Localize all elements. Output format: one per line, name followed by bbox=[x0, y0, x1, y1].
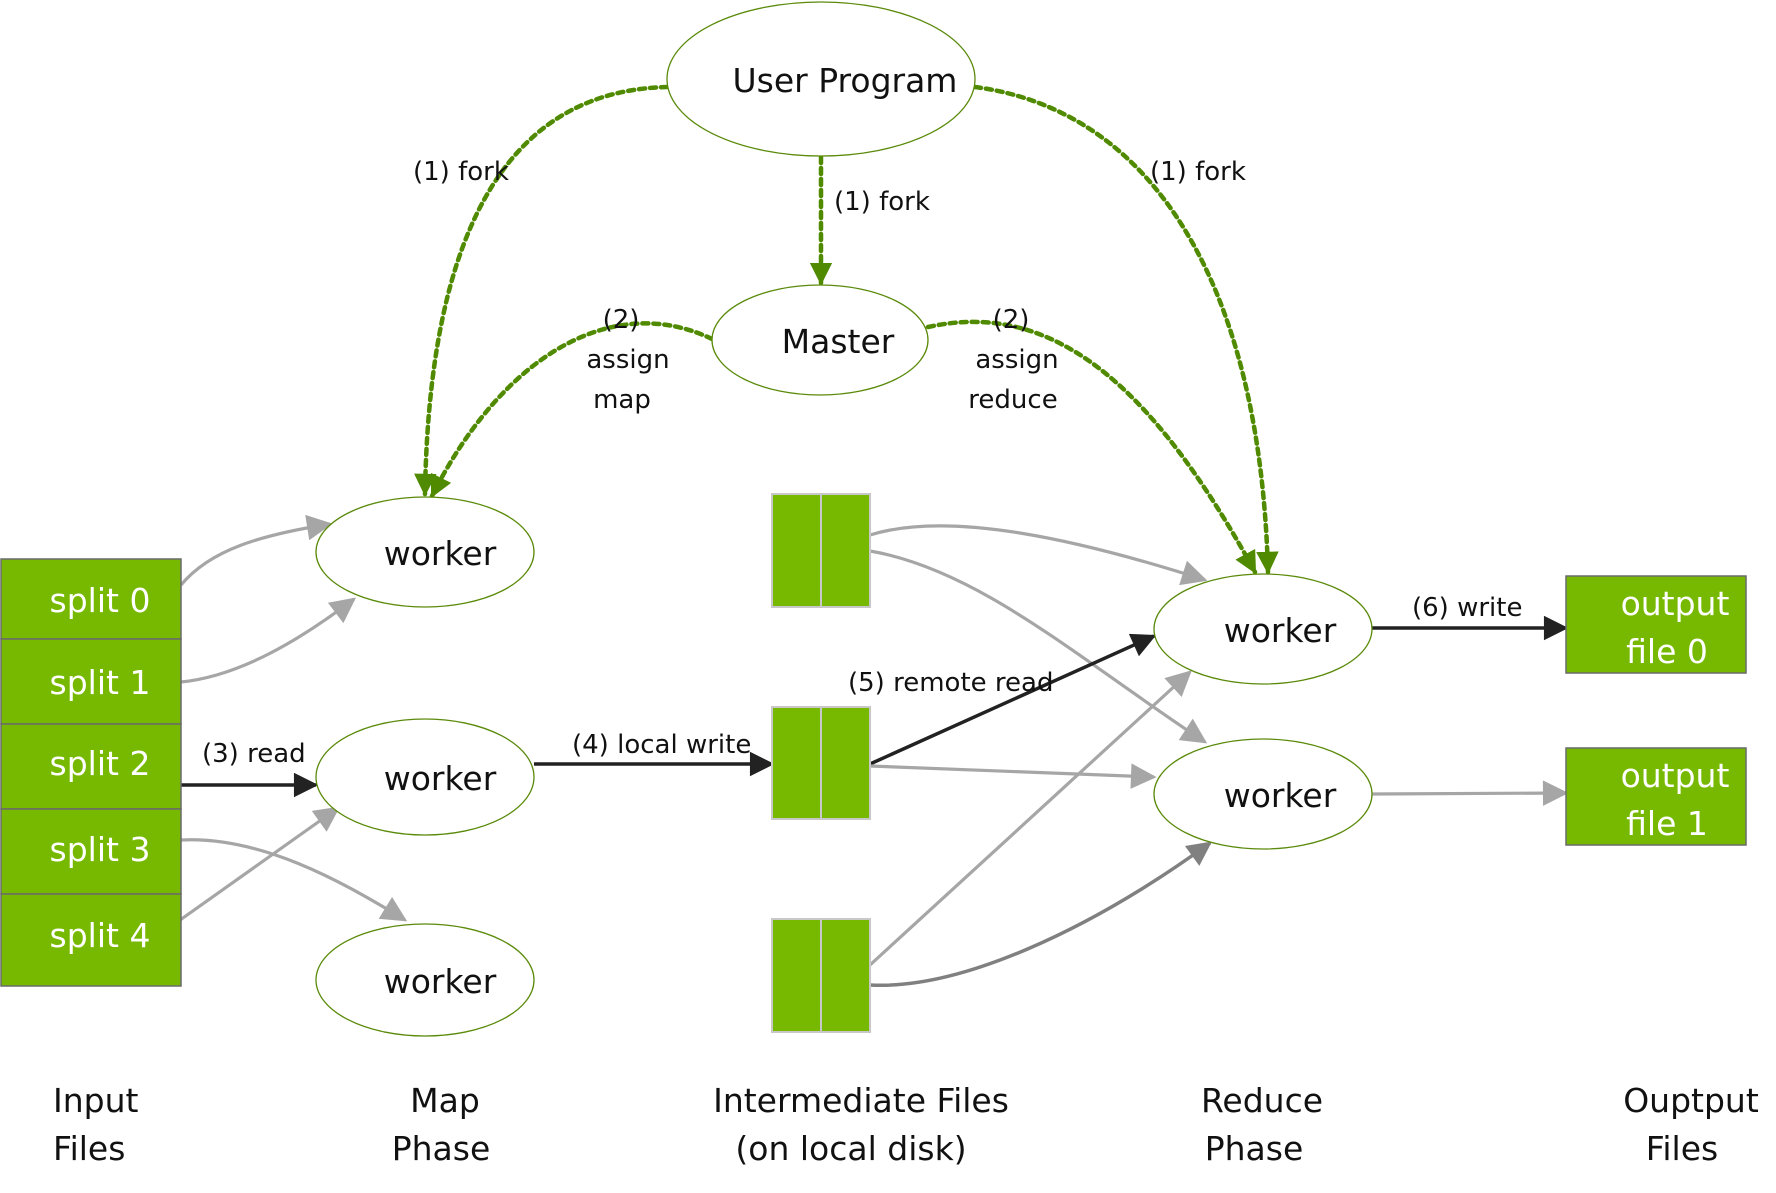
phase-label-line2: Phase bbox=[1205, 1129, 1304, 1168]
output-file-0[interactable]: output file 0 bbox=[1565, 575, 1747, 674]
output-file-1[interactable]: output file 1 bbox=[1565, 747, 1747, 846]
master-label: Master bbox=[782, 322, 895, 361]
edge-split0-to-worker1 bbox=[179, 514, 333, 587]
remote-read-edge bbox=[869, 633, 1157, 766]
assign-reduce-target: reduce bbox=[968, 385, 1057, 415]
phase-label-output: Ouptput Files bbox=[1623, 1081, 1759, 1168]
phase-label-line2: Phase bbox=[392, 1129, 491, 1168]
user-program-node[interactable]: User Program bbox=[666, 1, 976, 157]
assign-map-target: map bbox=[593, 385, 651, 415]
worker-label: worker bbox=[1224, 776, 1337, 815]
worker-label: worker bbox=[384, 759, 497, 798]
edge-inter3-to-reduce2 bbox=[869, 841, 1212, 988]
map-worker-3[interactable]: worker bbox=[315, 923, 535, 1037]
map-worker-2[interactable]: worker bbox=[315, 718, 535, 836]
input-split-2[interactable]: split 2 bbox=[0, 723, 182, 810]
output-label-line2: file 1 bbox=[1626, 804, 1708, 843]
split-label: split 1 bbox=[50, 663, 151, 702]
phase-label-line2: Files bbox=[1646, 1129, 1718, 1168]
phase-label-intermediate: Intermediate Files (on local disk) bbox=[713, 1081, 1009, 1168]
phase-label-line1: Reduce bbox=[1201, 1081, 1323, 1120]
split-label: split 2 bbox=[50, 744, 151, 783]
edge-inter1-to-reduce1 bbox=[869, 524, 1208, 586]
intermediate-file-1[interactable] bbox=[771, 493, 871, 608]
fork-center-label: (1) fork bbox=[834, 187, 930, 217]
fork-right-label: (1) fork bbox=[1150, 157, 1246, 187]
input-split-0[interactable]: split 0 bbox=[0, 558, 182, 640]
phase-label-reduce: Reduce Phase bbox=[1201, 1081, 1323, 1168]
reduce-worker-1[interactable]: worker bbox=[1153, 573, 1373, 685]
edge-inter3-to-reduce1 bbox=[868, 670, 1192, 967]
phase-label-line1: Intermediate Files bbox=[713, 1081, 1009, 1120]
fork-edge-to-map-worker bbox=[414, 84, 670, 497]
input-split-4[interactable]: split 4 bbox=[0, 893, 182, 987]
split-label: split 4 bbox=[50, 916, 151, 955]
fork-edge-to-reduce-worker bbox=[972, 84, 1279, 575]
map-worker-1[interactable]: worker bbox=[315, 496, 535, 608]
write-label: (6) write bbox=[1412, 593, 1522, 623]
assign-reduce-verb: assign bbox=[975, 345, 1058, 375]
edge-reduce2-to-output1 bbox=[1371, 780, 1569, 806]
worker-label: worker bbox=[1224, 611, 1337, 650]
output-label-line2: file 0 bbox=[1626, 632, 1708, 671]
worker-label: worker bbox=[384, 534, 497, 573]
phase-label-line2: Files bbox=[53, 1129, 125, 1168]
output-label-line1: output bbox=[1621, 756, 1730, 795]
fork-left-label: (1) fork bbox=[413, 157, 509, 187]
output-label-line1: output bbox=[1621, 584, 1730, 623]
split-label: split 0 bbox=[50, 581, 151, 620]
assign-reduce-edge bbox=[925, 319, 1258, 575]
local-write-label: (4) local write bbox=[572, 730, 751, 760]
split-label: split 3 bbox=[50, 830, 151, 869]
edge-split4-to-worker2 bbox=[165, 806, 341, 932]
assign-map-verb: assign bbox=[586, 345, 669, 375]
read-label: (3) read bbox=[202, 739, 306, 769]
edge-split1-to-worker1 bbox=[180, 597, 357, 684]
input-split-1[interactable]: split 1 bbox=[0, 638, 182, 725]
user-program-label: User Program bbox=[733, 61, 958, 100]
phase-label-map: Map Phase bbox=[392, 1081, 491, 1168]
reduce-worker-2[interactable]: worker bbox=[1153, 738, 1373, 850]
intermediate-file-3[interactable] bbox=[771, 918, 871, 1033]
assign-map-step: (2) bbox=[603, 305, 640, 335]
worker-label: worker bbox=[384, 962, 497, 1001]
phase-label-line1: Input bbox=[53, 1081, 139, 1120]
assign-map-edge bbox=[429, 321, 715, 499]
input-files-stack: split 0 split 1 split 2 split 3 split 4 bbox=[0, 558, 182, 987]
phase-label-line1: Map bbox=[410, 1081, 480, 1120]
master-node[interactable]: Master bbox=[711, 284, 929, 396]
remote-read-label: (5) remote read bbox=[848, 668, 1053, 698]
assign-reduce-step: (2) bbox=[993, 305, 1030, 335]
input-split-3[interactable]: split 3 bbox=[0, 808, 182, 895]
edge-inter1-to-reduce2 bbox=[869, 549, 1208, 744]
edge-split3-to-worker3 bbox=[180, 838, 408, 922]
phase-label-input: Input Files bbox=[53, 1081, 139, 1168]
edge-inter2-to-reduce2 bbox=[869, 763, 1157, 789]
phase-label-line1: Ouptput bbox=[1623, 1081, 1759, 1120]
phase-label-line2: (on local disk) bbox=[735, 1129, 966, 1168]
intermediate-file-2[interactable] bbox=[771, 706, 871, 820]
